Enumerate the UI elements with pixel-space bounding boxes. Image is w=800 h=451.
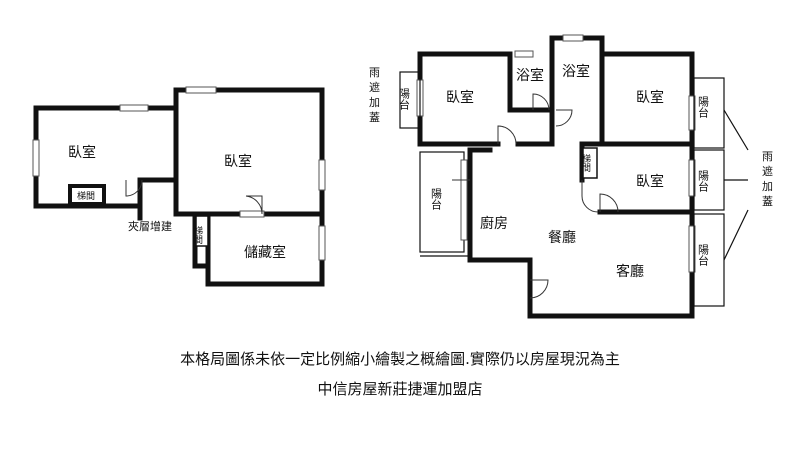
balcony-label-inner: 陽台 (430, 188, 443, 210)
stairs-label-1: 梯間 (77, 190, 95, 202)
room-label-bedroom-2: 臥室 (224, 153, 252, 170)
room-label-bath-1: 浴室 (516, 67, 544, 84)
rain-cover-lines (723, 109, 749, 261)
stairs-box (582, 147, 598, 179)
stairs-box (195, 215, 209, 247)
room-label-bath-2: 浴室 (562, 63, 590, 80)
balcony-box (399, 71, 421, 129)
door (599, 193, 619, 213)
rain-cover-label-left: 雨 遮 加 蓋 (369, 66, 380, 124)
window (185, 86, 217, 94)
room-label-bedroom-left: 臥室 (446, 89, 474, 106)
rain-cover-left-char: 雨 (369, 66, 380, 79)
room-label-storage: 儲藏室 (244, 244, 286, 261)
rain-cover-left-char: 加 (369, 96, 380, 109)
room-label-bedroom-right-mid: 臥室 (636, 173, 664, 190)
window (32, 139, 40, 177)
rain-cover-left-char: 遮 (369, 80, 380, 94)
rain-cover-right-char: 加 (762, 180, 773, 193)
window (460, 159, 468, 241)
stairs-box (68, 184, 106, 206)
room-label-bedroom-right-top: 臥室 (636, 89, 664, 106)
balcony-label-left: 陽台 (398, 88, 411, 110)
window (119, 104, 149, 112)
rain-cover-label-right: 雨 遮 加 蓋 (762, 150, 773, 208)
window (514, 50, 534, 58)
right-plan: 陽台 臥室 浴室 浴室 臥室 陽台 梯間 臥室 陽台 陽台 廚房 餐廳 客廳 陽… (369, 34, 773, 319)
door (581, 180, 599, 213)
door (555, 109, 573, 127)
balcony-label-right-top: 陽台 (697, 96, 710, 118)
stairs-label: 梯間 (580, 153, 591, 173)
room-label-kitchen: 廚房 (480, 215, 508, 232)
window (688, 225, 696, 273)
window (318, 159, 326, 191)
door (125, 179, 143, 197)
room-label-bedroom-1: 臥室 (68, 144, 96, 161)
window (562, 34, 584, 42)
balcony-label-right-bottom: 陽台 (697, 244, 710, 266)
left-plan: 臥室 臥室 梯間 梯間 夾層增建 儲藏室 (32, 86, 326, 287)
balcony-label-right-mid: 陽台 (697, 170, 710, 192)
room-label-living: 客廳 (616, 263, 644, 280)
agency-name: 中信房屋新莊捷運加盟店 (317, 380, 483, 398)
rain-cover-right-char: 遮 (762, 164, 773, 178)
door (529, 279, 549, 299)
window (239, 210, 265, 218)
window (318, 225, 326, 261)
mezzanine-label: 夾層增建 (128, 219, 172, 233)
window (688, 95, 696, 131)
balcony-box (693, 77, 725, 149)
left-plan-walls (33, 87, 325, 287)
door (497, 125, 517, 145)
room-label-dining: 餐廳 (548, 229, 576, 246)
window (688, 159, 696, 197)
door (245, 195, 263, 215)
stairs-label-2: 梯間 (192, 225, 203, 245)
door (532, 93, 550, 111)
right-plan-walls (417, 35, 695, 319)
rain-cover-left-char: 蓋 (369, 111, 380, 124)
rain-cover-right-char: 蓋 (762, 195, 773, 208)
rain-cover-right-char: 雨 (762, 150, 773, 163)
disclaimer-note: 本格局圖係未依一定比例縮小繪製之概繪圖.實際仍以房屋現況為主 (180, 350, 620, 368)
